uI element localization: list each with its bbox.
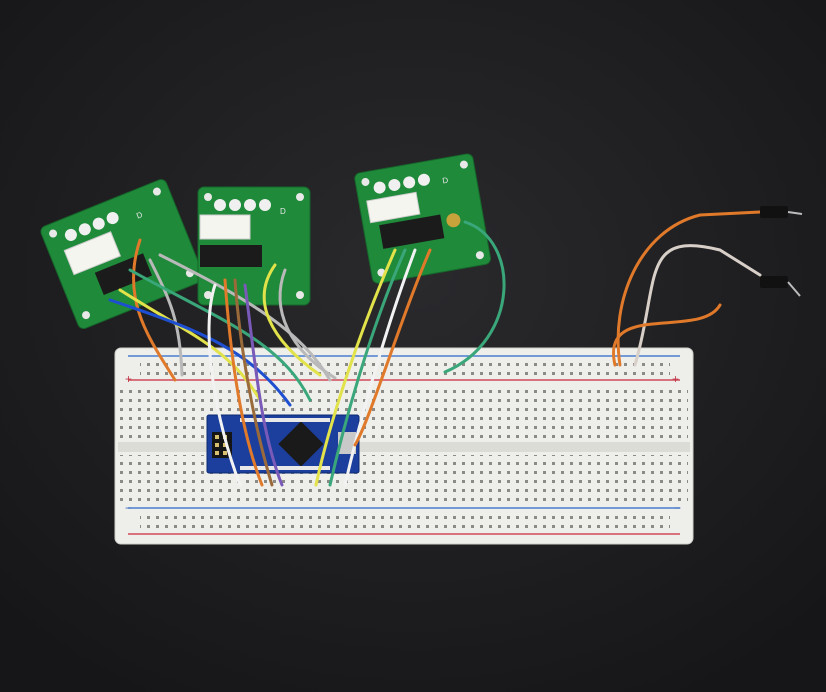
minus-sign-bottom-right: −: [674, 501, 681, 515]
loose-wire-ends: [760, 206, 803, 297]
jumper-wires: [108, 210, 762, 487]
minus-sign-bottom-left: −: [125, 501, 132, 515]
driver-2-label-d: D: [280, 207, 286, 216]
driver-3-label-d: D: [442, 176, 449, 186]
driver-1-label-d: D: [135, 210, 144, 221]
driver-board-1: D: [40, 179, 205, 330]
plus-sign-top-right: +: [672, 372, 679, 386]
breadboard: + + − −: [114, 347, 694, 545]
driver-board-3: D: [354, 153, 492, 284]
plus-sign-top-left: +: [125, 372, 132, 386]
